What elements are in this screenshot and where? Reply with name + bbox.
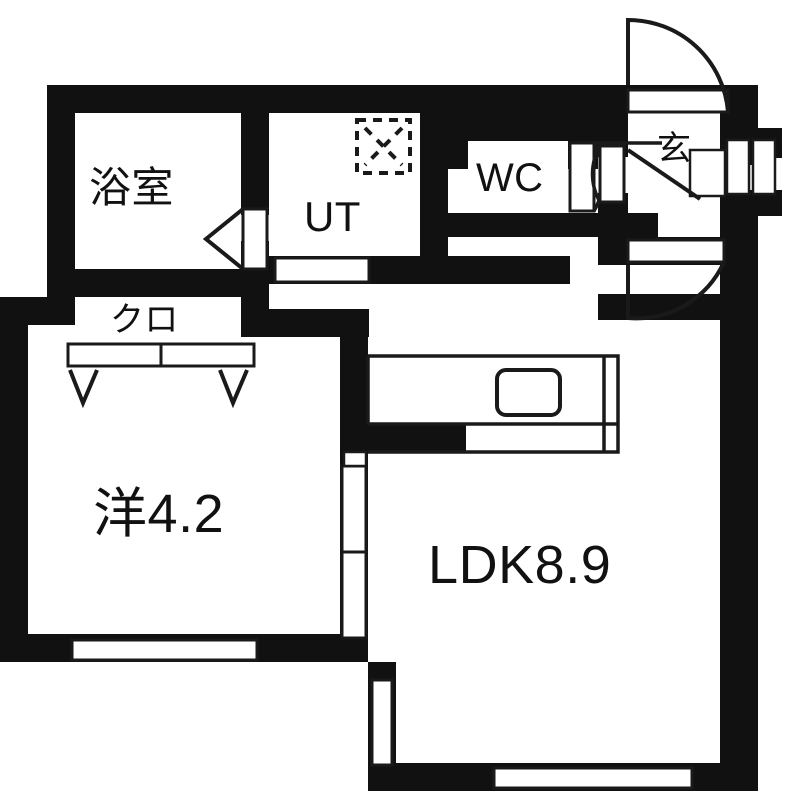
- bedroom-ldk-sliding-door[interactable]: [340, 464, 368, 640]
- washing-machine-pan: [355, 118, 412, 175]
- room-label-toilet: WC: [476, 156, 544, 200]
- kitchen-sink: [495, 368, 562, 417]
- utility-door[interactable]: [273, 256, 371, 284]
- ldk-window-south: [492, 766, 694, 790]
- bedroom-window-south: [70, 638, 259, 662]
- closet-folding-door-left[interactable]: [66, 342, 163, 409]
- entry-swing-door-north[interactable]: [626, 17, 730, 114]
- closet-folding-door-right[interactable]: [159, 342, 256, 409]
- room-label-utility: UT: [304, 193, 361, 240]
- bathroom-folding-door[interactable]: [202, 207, 269, 271]
- toilet-swing-door[interactable]: [568, 141, 662, 213]
- entrance-step-line: [626, 148, 702, 201]
- room-label-closet: クロ: [110, 301, 179, 339]
- entrance-front-door[interactable]: [688, 138, 777, 198]
- room-label-bedroom: 洋4.2: [93, 484, 225, 544]
- ldk-window-west: [370, 678, 394, 767]
- bedroom-upper-opening: [342, 450, 368, 468]
- room-label-bathroom: 浴室: [89, 164, 174, 211]
- room-label-entrance: 玄: [657, 130, 692, 168]
- kitchen-counter: [366, 354, 620, 454]
- room-label-living-dining-kitchen: LDK8.9: [428, 535, 612, 595]
- thin-linework: [366, 354, 620, 454]
- entrance-side-door[interactable]: [590, 144, 626, 204]
- entry-swing-door-south[interactable]: [626, 238, 726, 321]
